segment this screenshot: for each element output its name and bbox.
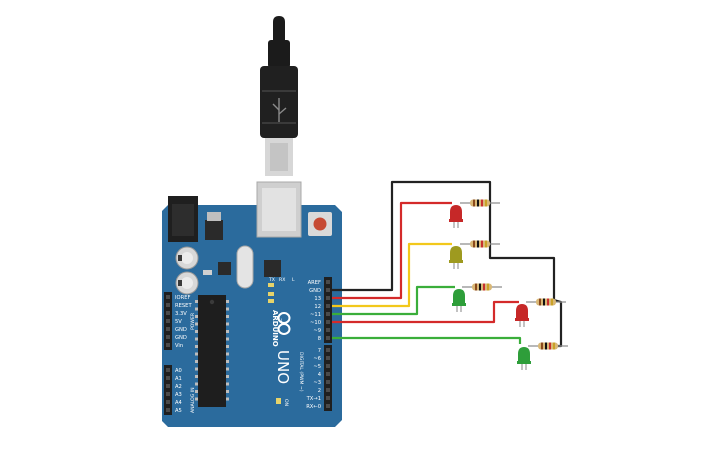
capacitor-1	[175, 246, 199, 270]
digital-top-pin-label-7: 8	[318, 336, 321, 342]
analog-pin-label-4: A4	[175, 400, 183, 406]
led-green-1[interactable]	[452, 289, 466, 312]
wires	[332, 180, 563, 348]
digital-bottom-pin-label-7: RX←0	[306, 404, 321, 410]
capacitor-2	[175, 271, 199, 295]
power-header-title: POWER	[190, 312, 196, 330]
atmega-chip	[198, 295, 226, 407]
digital-bottom-pin-label-0: 7	[318, 348, 321, 354]
tx-led	[268, 292, 274, 296]
reset-button[interactable]	[313, 217, 327, 231]
digital-bottom-pin-label-5: 2	[318, 388, 321, 394]
usb-cable[interactable]	[260, 16, 298, 176]
resistor-4[interactable]	[526, 298, 566, 306]
digital-top-pin-label-1: GND	[309, 288, 321, 294]
crystal-oscillator	[236, 245, 254, 289]
digital-header-title: DIGITAL (PWM ~)	[298, 352, 304, 392]
arduino-uno-board[interactable]: TX RX L − ARDUINO UNO ON DIGITAL (PWM ~)…	[162, 181, 342, 427]
wire-pin-13[interactable]	[332, 201, 452, 300]
digital-bottom-pin-label-4: ~3	[313, 380, 321, 386]
on-led	[276, 398, 281, 404]
digital-top-pin-label-2: 13	[314, 296, 321, 302]
analog-header	[164, 365, 172, 415]
resistor-3[interactable]	[462, 283, 502, 291]
analog-pin-label-1: A1	[175, 376, 182, 382]
usb-cable-tail	[273, 16, 285, 40]
wire-pin-10[interactable]	[332, 300, 519, 324]
power-header	[164, 292, 172, 350]
analog-pin-label-5: A5	[175, 408, 182, 414]
led-red-2[interactable]	[515, 304, 529, 327]
usb-strain-relief	[268, 40, 290, 68]
digital-bottom-pin-label-3: 4	[318, 372, 322, 378]
digital-bottom-pin-label-2: ~5	[313, 364, 321, 370]
power-pin-label-0: IOREF	[175, 295, 190, 301]
power-pin-label-5: GND	[175, 335, 187, 341]
power-pin-label-4: GND	[175, 327, 187, 333]
small-chip-1	[218, 262, 231, 275]
led-green-2[interactable]	[517, 347, 531, 370]
l-label: L	[292, 277, 295, 283]
analog-pin-label-2: A2	[175, 384, 182, 390]
uno-model-text: UNO	[274, 350, 292, 384]
digital-header-bottom	[324, 345, 332, 411]
wire-pin-12[interactable]	[332, 242, 452, 308]
svg-text:−: −	[278, 318, 284, 322]
led-red-1[interactable]	[449, 205, 463, 228]
analog-pin-label-3: A3	[175, 392, 182, 398]
digital-header-top	[324, 277, 332, 343]
analog-pin-label-0: A0	[175, 368, 182, 374]
tx-label: TX	[268, 277, 275, 283]
digital-top-pin-label-4: ~11	[310, 312, 321, 318]
led-yellow[interactable]	[449, 246, 463, 269]
power-pin-label-3: 5V	[175, 319, 182, 325]
resistor-2[interactable]	[460, 240, 500, 248]
digital-top-pin-label-3: 12	[314, 304, 321, 310]
power-pin-label-1: RESET	[175, 303, 192, 309]
power-pin-label-2: 3.3V	[175, 311, 187, 317]
wire-pin-8[interactable]	[332, 336, 522, 344]
digital-bottom-pin-label-6: TX→1	[306, 396, 321, 402]
ground-wire[interactable]	[332, 180, 563, 348]
resistor-5[interactable]	[528, 342, 568, 350]
digital-top-pin-label-6: ~9	[313, 328, 321, 334]
on-label: ON	[283, 399, 289, 406]
digital-bottom-pin-label-1: ~6	[313, 356, 321, 362]
wire-pin-11[interactable]	[332, 285, 455, 316]
l-led	[268, 283, 274, 287]
digital-top-pin-label-0: AREF	[308, 280, 321, 286]
resistor-1[interactable]	[460, 199, 500, 207]
power-pin-label-6: Vin	[175, 343, 183, 349]
rx-label: RX	[279, 277, 285, 283]
usb-symbol-icon	[272, 98, 287, 122]
digital-top-pin-label-5: ~10	[310, 320, 321, 326]
voltage-regulator	[205, 220, 223, 240]
arduino-brand-text: ARDUINO	[271, 310, 279, 347]
analog-header-title: ANALOG IN	[190, 387, 196, 413]
usb-interface-chip	[264, 260, 281, 277]
arduino-logo	[277, 312, 291, 335]
breadboard-components	[449, 199, 568, 370]
rx-led	[268, 299, 274, 303]
